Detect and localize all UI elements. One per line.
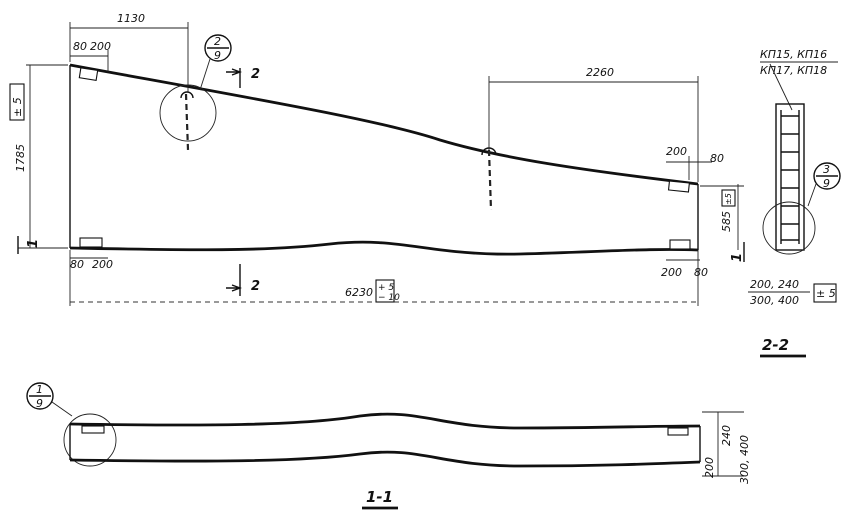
- callout-1-9-circle: [26, 382, 54, 410]
- section-1-1-bottom-edge: [69, 450, 701, 468]
- section-1-1-plate-left: [81, 425, 105, 434]
- section-mark-top-label: 2: [251, 67, 260, 82]
- callout-1-9-top: 1: [36, 383, 43, 396]
- section-1-1-title: 1-1: [366, 488, 393, 506]
- callout-3-9-top: 3: [823, 163, 830, 176]
- detail-circle-3: [762, 201, 816, 255]
- loop-arc-left: [180, 91, 194, 99]
- kp-label-line2: КП17, КП18: [760, 64, 827, 77]
- tol-585: ±5: [724, 193, 733, 205]
- section-1-1-plate-right: [667, 427, 689, 436]
- embed-plate-top-right: [667, 180, 690, 193]
- dim-right-80: 80: [710, 152, 724, 165]
- section-mark-bottom-arrow: [226, 284, 242, 292]
- section-1-1-top-edge: [69, 412, 701, 430]
- beam-top-edge: [69, 63, 699, 186]
- section-1-1: 1 9 200 240 300, 400 1-1: [26, 382, 751, 510]
- tol-6230-box: [375, 279, 395, 303]
- tol-6230-bottom: − 10: [378, 293, 400, 303]
- dim-top-200: 200: [90, 40, 111, 53]
- detail-circle-1: [159, 84, 217, 142]
- detail-circle-1-1: [63, 413, 117, 467]
- lifting-loop-left: [184, 93, 190, 151]
- callout-2-9-bottom: 9: [214, 49, 221, 62]
- section-mark-bottom-label: 2: [251, 279, 260, 294]
- section-1-1-dim-300-400: 300, 400: [738, 435, 751, 484]
- section-1-1-dim-240: 240: [720, 425, 733, 446]
- main-elevation: 1130 80 200 2 9 2 2260 200 80 1785 ± 5: [9, 12, 745, 306]
- callout-3-9-bottom: 9: [823, 177, 830, 190]
- lifting-loop-right: [487, 149, 493, 211]
- dim-bot-80: 80: [70, 258, 84, 271]
- dim-bot-200: 200: [92, 258, 113, 271]
- section-2-2-tol: ± 5: [816, 287, 836, 300]
- callout-2-9-leader: [199, 58, 211, 91]
- section-2-2-tol-box: [813, 283, 837, 303]
- dim-6230: 6230: [345, 286, 373, 299]
- dim-bot-r200: 200: [661, 266, 682, 279]
- kp-leader: [769, 63, 793, 111]
- section-2-2-title: 2-2: [762, 336, 789, 354]
- section-mark-right1: 1: [730, 253, 745, 262]
- tol-left-box: [9, 83, 25, 121]
- section-2-2-widths-line2: 300, 400: [750, 294, 799, 307]
- embed-plate-bottom-left: [79, 237, 103, 248]
- dim-1130: 1130: [117, 12, 145, 25]
- embed-plate-top-left: [78, 67, 99, 81]
- dim-1785: 1785: [14, 144, 27, 172]
- kp-label-line1: КП15, КП16: [760, 48, 827, 61]
- section-mark-left1: 1: [26, 239, 41, 248]
- dim-top-80: 80: [73, 40, 87, 53]
- section-2-2-rebar: [780, 110, 800, 244]
- callout-1-9-bottom: 9: [36, 397, 43, 410]
- section-2-2-widths-line1: 200, 240: [750, 278, 799, 291]
- section-mark-top-arrow: [226, 68, 242, 76]
- dim-right-200: 200: [666, 145, 687, 158]
- embed-plate-bottom-right: [669, 239, 691, 250]
- dim-2260: 2260: [586, 66, 614, 79]
- section-2-2-outline: [775, 103, 805, 251]
- section-2-2: КП15, КП16 КП17, КП18 3 9 200, 240 300, …: [748, 48, 841, 358]
- callout-3-9-circle: [813, 162, 841, 190]
- callout-3-9-leader: [807, 183, 817, 207]
- dim-bot-r80: 80: [694, 266, 708, 279]
- tol-left: ± 5: [11, 97, 24, 117]
- dim-585: 585: [720, 211, 733, 232]
- callout-1-9-leader: [51, 401, 73, 417]
- section-1-1-dim-200: 200: [703, 457, 716, 478]
- beam-bottom-edge: [69, 240, 699, 256]
- callout-2-9-top: 2: [214, 35, 221, 48]
- callout-2-9-circle: [204, 34, 232, 62]
- tol-6230-top: + 5: [378, 283, 394, 293]
- tol-585-box: [721, 189, 736, 207]
